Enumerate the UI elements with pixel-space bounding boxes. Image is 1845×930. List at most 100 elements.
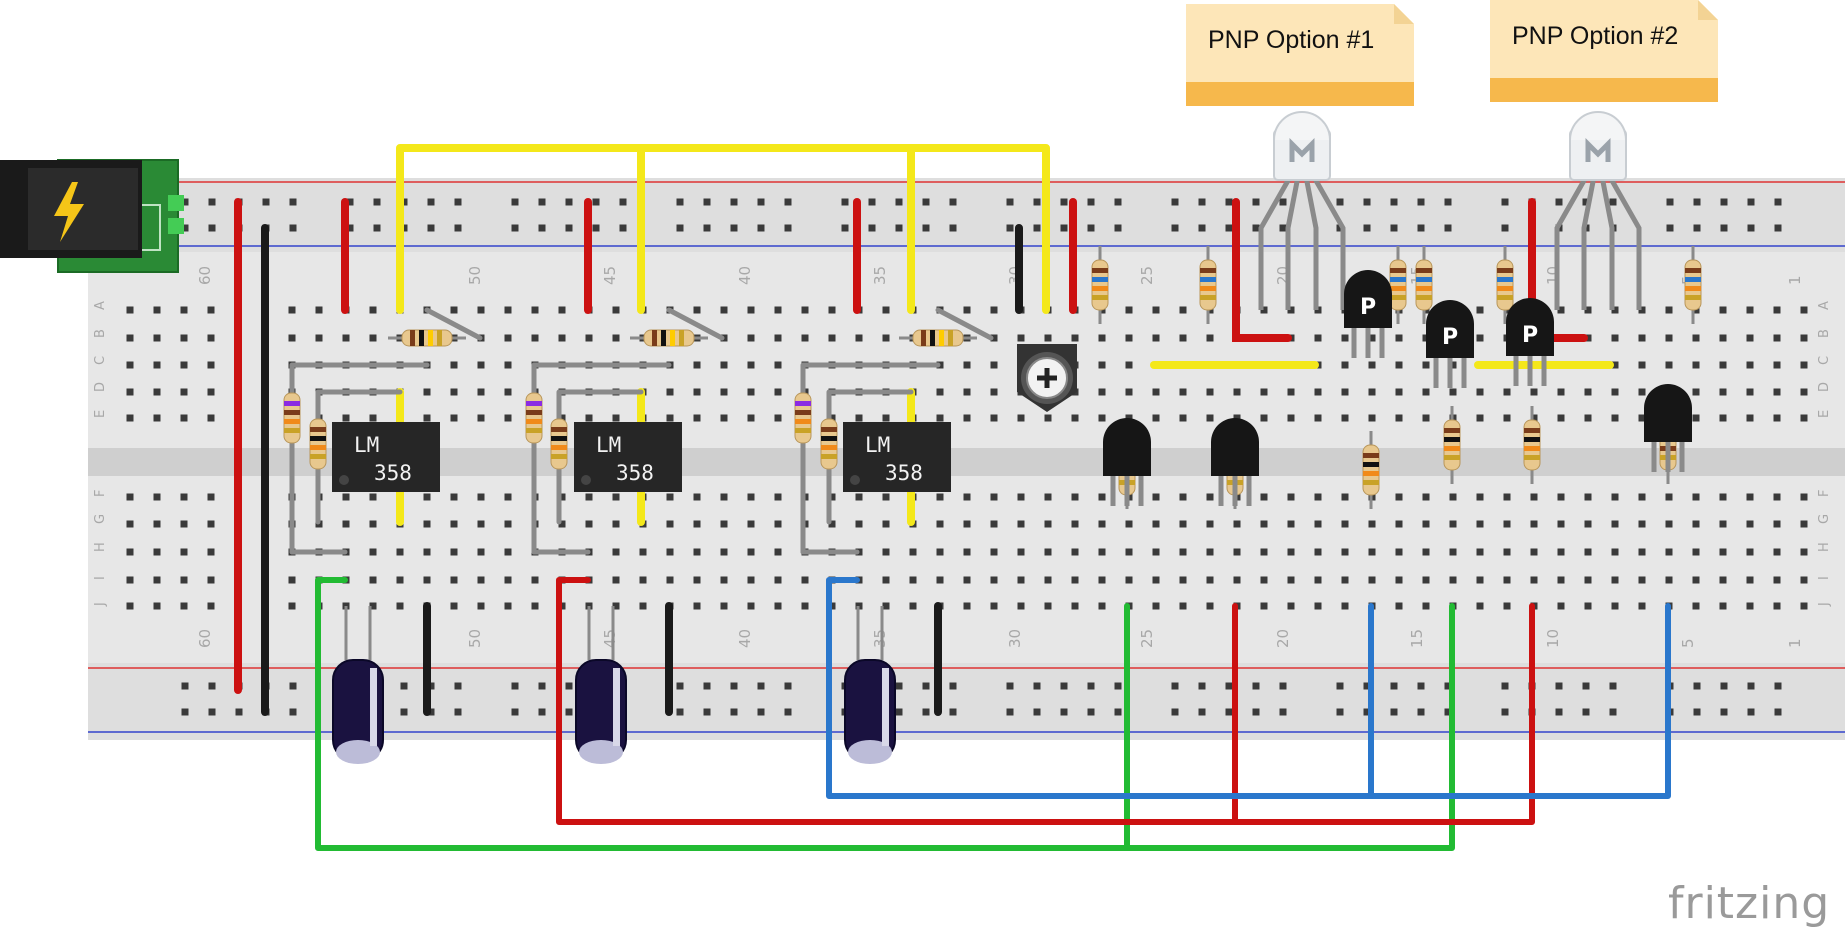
row-letters: A A B B C C D D E E F F G G H H I I J J: [93, 301, 1832, 607]
resistor[interactable]: [1496, 246, 1514, 324]
led-icon: [1585, 137, 1611, 162]
row-letter: H: [93, 542, 108, 552]
breadboard: 6060505045454040353530302525202015151010…: [88, 178, 1845, 740]
potentiometer[interactable]: [1017, 344, 1077, 412]
transistor-icon: [1344, 270, 1392, 328]
column-number-bottom: 40: [736, 629, 754, 648]
capacitor[interactable]: [575, 606, 627, 764]
chip-label-line1: LM: [865, 433, 890, 457]
column-numbers: 6060505045454040353530302525202015151010…: [196, 266, 1804, 648]
row-letter: H: [1817, 542, 1832, 552]
resistor[interactable]: [1684, 246, 1702, 324]
column-number-top: 50: [466, 266, 484, 285]
wires-power: [234, 198, 1588, 716]
opamp-chips: LM 358 LM 358 LM 358: [332, 422, 951, 492]
resistor[interactable]: [794, 379, 812, 457]
transistor[interactable]: P: [1344, 270, 1392, 358]
row-letter: I: [1817, 576, 1832, 580]
row-letter: E: [1817, 410, 1832, 418]
power-jack[interactable]: [0, 159, 184, 273]
rgb-led[interactable]: [1258, 111, 1346, 310]
led-icon: [1289, 137, 1315, 162]
column-number-top: 1: [1786, 275, 1804, 285]
resistor[interactable]: [1389, 246, 1407, 324]
row-letter: J: [1817, 602, 1832, 607]
note-pnp-option-2[interactable]: PNP Option #2: [1490, 0, 1718, 102]
resistor[interactable]: [1415, 246, 1433, 324]
transistor[interactable]: [1211, 418, 1259, 506]
column-number-bottom: 50: [466, 629, 484, 648]
transistor[interactable]: [1103, 418, 1151, 506]
resistor[interactable]: [309, 405, 327, 483]
column-number-bottom: 25: [1138, 629, 1156, 648]
resistor[interactable]: [525, 379, 543, 457]
row-letter: G: [1817, 514, 1832, 524]
column-number-top: 60: [196, 266, 214, 285]
resistor[interactable]: [630, 329, 708, 347]
column-number-top: 25: [1138, 266, 1156, 285]
chip-label-line2: 358: [885, 461, 923, 485]
column-number-bottom: 20: [1274, 629, 1292, 648]
chip-label-line2: 358: [374, 461, 412, 485]
transistor[interactable]: [1644, 384, 1692, 472]
transistor-icon: [1426, 300, 1474, 358]
row-letter: B: [1817, 329, 1832, 338]
transistor-letter: P: [1442, 325, 1458, 350]
chip-label-line2: 358: [616, 461, 654, 485]
resistor[interactable]: [1443, 406, 1461, 484]
resistor[interactable]: [283, 379, 301, 457]
transistor-icon: [1644, 384, 1692, 442]
column-number-bottom: 10: [1544, 629, 1562, 648]
row-letter: E: [93, 410, 108, 418]
resistor[interactable]: [550, 405, 568, 483]
opamp-chip[interactable]: LM 358: [574, 422, 682, 492]
resistor[interactable]: [1091, 246, 1109, 324]
capacitor[interactable]: [844, 606, 896, 764]
row-letter: B: [93, 329, 108, 338]
column-number-bottom: 45: [601, 629, 619, 648]
row-letter: G: [93, 514, 108, 524]
column-number-bottom: 30: [1006, 629, 1024, 648]
row-letter: I: [93, 576, 108, 580]
row-letter: A: [1817, 301, 1832, 310]
resistor[interactable]: [899, 329, 977, 347]
column-number-bottom: 35: [871, 629, 889, 648]
capacitor[interactable]: [332, 606, 384, 764]
transistor[interactable]: P: [1506, 298, 1554, 386]
chip-label-line1: LM: [354, 433, 379, 457]
transistor-icon: [1506, 298, 1554, 356]
row-letter: J: [93, 602, 108, 607]
column-number-top: 40: [736, 266, 754, 285]
column-number-bottom: 1: [1786, 638, 1804, 648]
column-number-top: 35: [871, 266, 889, 285]
resistor[interactable]: [1523, 406, 1541, 484]
resistor[interactable]: [1362, 431, 1380, 509]
opamp-chip[interactable]: LM 358: [843, 422, 951, 492]
lightning-icon: [54, 182, 84, 242]
capacitors: [332, 606, 896, 764]
row-letter: A: [93, 301, 108, 310]
note-label: PNP Option #1: [1208, 26, 1374, 54]
wires-signal: [315, 577, 1671, 851]
column-number-bottom: 60: [196, 629, 214, 648]
chip-label-line1: LM: [596, 433, 621, 457]
transistor-icon: [1211, 418, 1259, 476]
fritzing-logo: fritzing: [1668, 878, 1830, 929]
transistor[interactable]: P: [1426, 300, 1474, 388]
resistor[interactable]: [820, 405, 838, 483]
row-letter: D: [1817, 382, 1832, 392]
rgb-led[interactable]: [1554, 111, 1642, 310]
opamp-chip[interactable]: LM 358: [332, 422, 440, 492]
row-letter: F: [93, 490, 108, 497]
resistor[interactable]: [388, 329, 466, 347]
column-number-bottom: 15: [1408, 629, 1426, 648]
row-letter: F: [1817, 490, 1832, 497]
resistor[interactable]: [1199, 246, 1217, 324]
rgb-leds: [1258, 111, 1642, 310]
row-letter: D: [93, 382, 108, 392]
row-letter: C: [93, 356, 108, 365]
note-pnp-option-1[interactable]: PNP Option #1: [1186, 4, 1414, 106]
row-letter: C: [1817, 356, 1832, 365]
